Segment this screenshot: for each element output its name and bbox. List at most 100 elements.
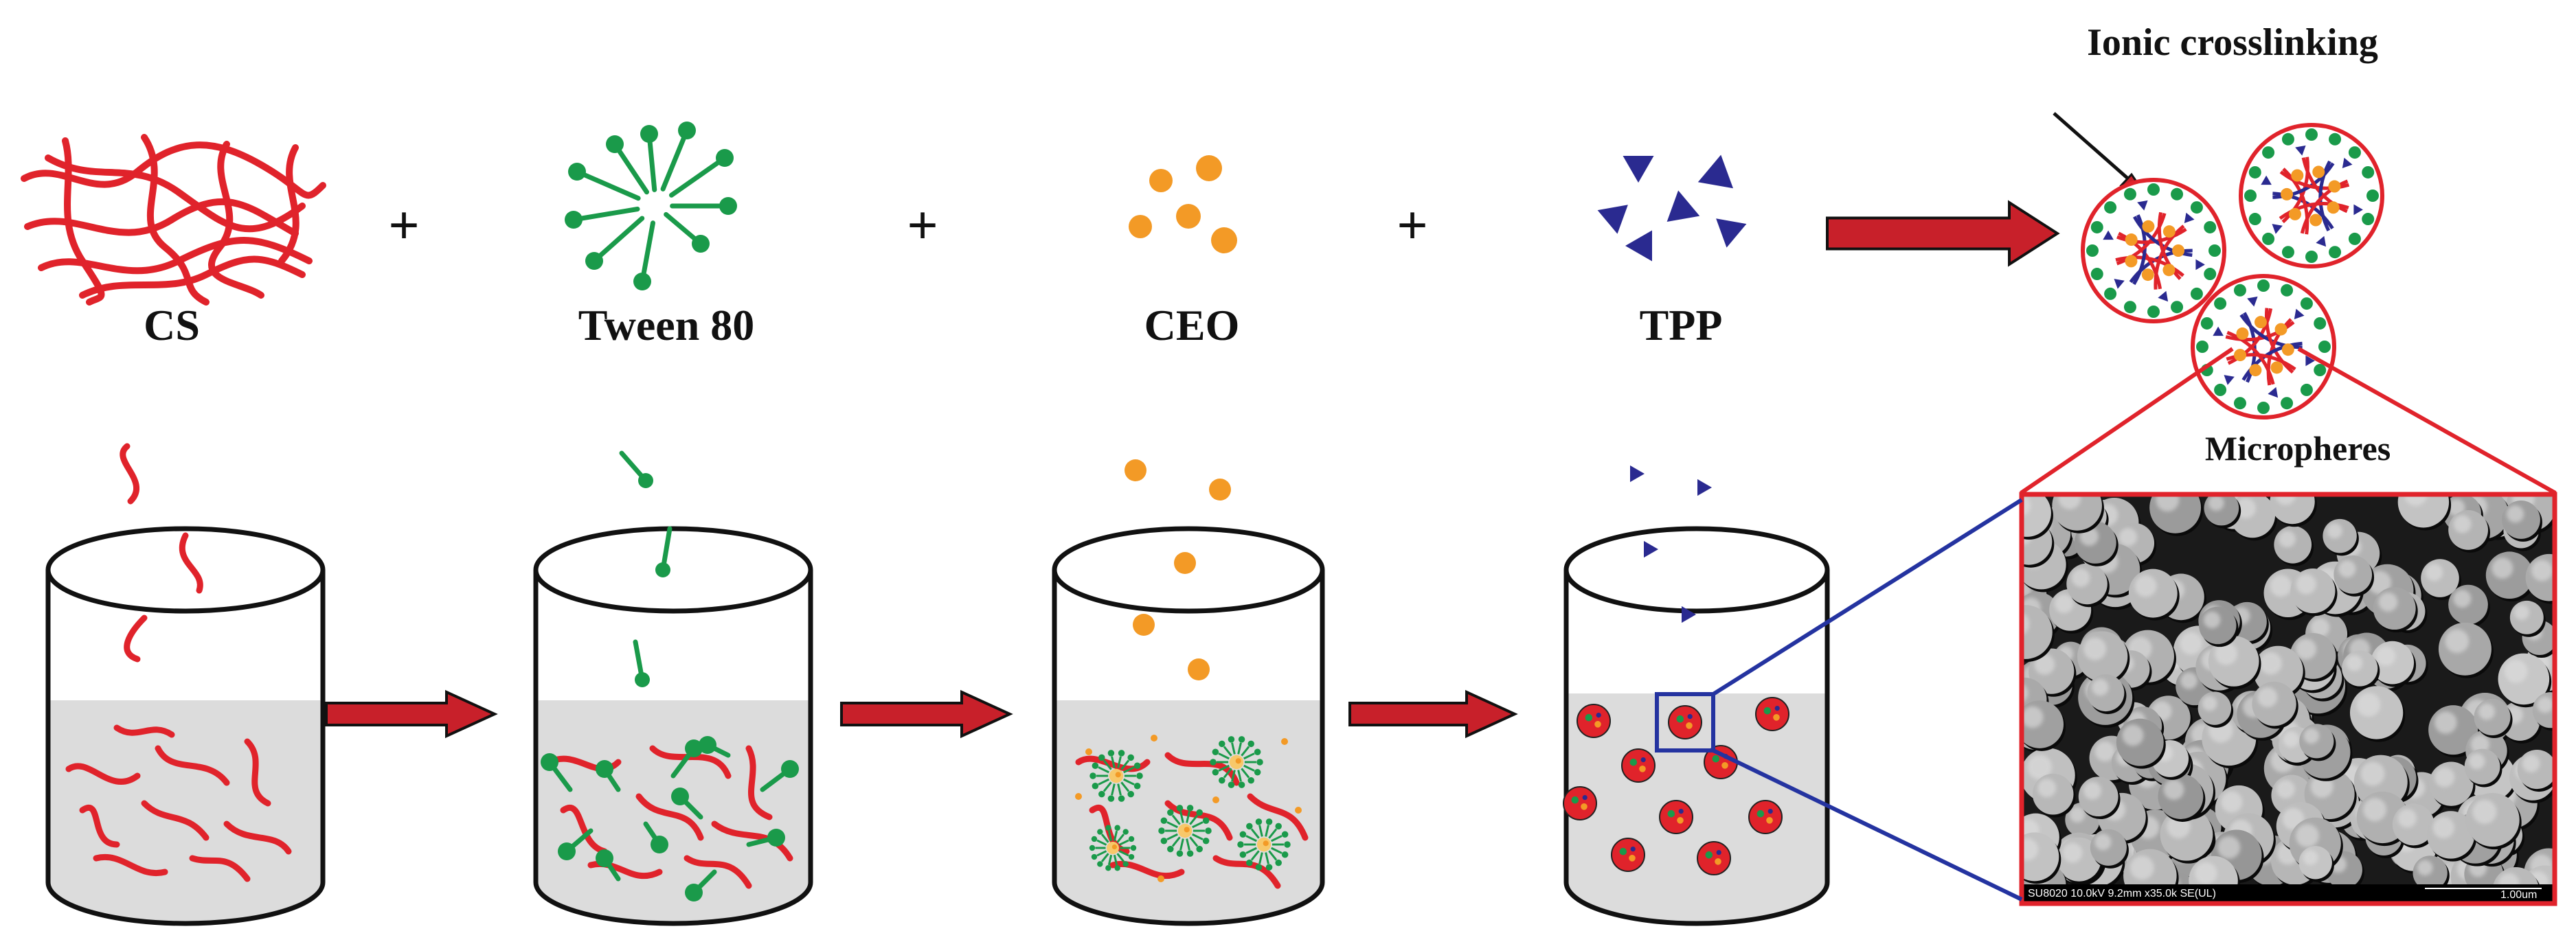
- rim-head: [2204, 220, 2217, 233]
- particle-highlight: [2054, 594, 2074, 613]
- rim-triangle: [2158, 290, 2169, 302]
- micelle-tail: [1258, 852, 1263, 864]
- particle-highlight: [2404, 496, 2428, 506]
- micelle-head: [1114, 825, 1120, 831]
- particle-highlight: [2363, 798, 2386, 822]
- sem-particle: [2066, 563, 2110, 608]
- particle-highlight: [2296, 574, 2316, 595]
- tween-tail: [646, 131, 657, 192]
- micelle-head: [1130, 845, 1137, 851]
- tween-head: [685, 739, 703, 757]
- rim-head: [2329, 246, 2342, 259]
- particle-dot: [1767, 809, 1773, 814]
- particle-highlight: [2504, 659, 2528, 683]
- core-chain: [2279, 170, 2350, 190]
- micelle-head: [1092, 782, 1099, 790]
- micelle-head: [1256, 759, 1263, 766]
- micelle-tail: [1245, 835, 1257, 842]
- micelle-oil: [1263, 840, 1269, 847]
- micelle-head: [1127, 754, 1134, 761]
- particle-highlight: [2202, 696, 2217, 711]
- sem-particle: [2517, 749, 2553, 792]
- micelle-tail: [1218, 753, 1230, 760]
- core-oil: [2162, 264, 2176, 277]
- micelle-head: [1158, 827, 1165, 834]
- micelle-tail: [1166, 821, 1178, 829]
- rim-head: [2233, 284, 2246, 297]
- nanoparticle: [1748, 800, 1783, 834]
- ceo-dot: [1157, 875, 1164, 882]
- rim-triangle: [2195, 259, 2205, 271]
- rim-head: [2123, 187, 2136, 200]
- micelle-head: [1186, 805, 1194, 812]
- micelle-tail: [1231, 770, 1236, 782]
- micelle-head: [1202, 837, 1210, 845]
- particle-highlight: [2346, 654, 2363, 671]
- tween-head: [541, 753, 558, 771]
- sem-scale-label: 1.00um: [2500, 889, 2537, 901]
- tween-tail: [612, 141, 649, 195]
- rim-head: [2214, 383, 2227, 396]
- sem-frame: [2019, 492, 2557, 906]
- rim-head: [2300, 297, 2313, 310]
- sem-particle: [2299, 724, 2336, 761]
- micelle-tail: [1107, 854, 1113, 866]
- core-chain: [2243, 312, 2257, 383]
- sem-particle: [2342, 650, 2380, 689]
- zoom-lines-blue: [1655, 498, 2023, 901]
- micelle-head: [1247, 777, 1254, 784]
- particle-highlight: [2275, 496, 2296, 505]
- micelle-tail: [1231, 742, 1236, 755]
- particle-dot: [1677, 817, 1684, 824]
- chitosan-icon: [21, 134, 326, 306]
- micelle-tail: [1237, 770, 1242, 782]
- rim-triangle: [2353, 204, 2363, 216]
- core-oil: [2288, 207, 2301, 220]
- liquid: [48, 700, 323, 923]
- ceo-dot: [1295, 807, 1302, 814]
- chitosan-chain: [635, 793, 704, 841]
- tween-molecule: [633, 639, 650, 687]
- micelle-head: [1237, 841, 1244, 848]
- arrow-shape: [325, 689, 498, 739]
- tpp-triangle: [1623, 156, 1654, 183]
- sem-particle: [2448, 510, 2490, 553]
- micelle-tail: [1100, 834, 1109, 843]
- micelle-head: [1133, 762, 1141, 770]
- tween-molecule: [746, 829, 785, 847]
- particle-highlight: [2069, 807, 2086, 823]
- core-chain: [2279, 202, 2349, 220]
- arrow-shape: [1348, 689, 1518, 739]
- particle-highlight: [2215, 642, 2238, 665]
- micelle-head: [1210, 759, 1217, 766]
- particle-highlight: [2472, 799, 2497, 824]
- particle-highlight: [2432, 816, 2454, 839]
- rim-triangle: [2137, 200, 2148, 211]
- sem-particle: [2349, 686, 2406, 742]
- micelle-head: [1212, 748, 1219, 756]
- micelle-tail: [1250, 828, 1260, 839]
- particle-dot: [1676, 715, 1684, 723]
- micelle-tail: [1243, 764, 1255, 772]
- rim-head: [2262, 146, 2275, 159]
- core-oil: [2291, 169, 2304, 182]
- micelle-head: [1089, 772, 1096, 779]
- rim-head: [2305, 128, 2318, 141]
- micelle-head: [1167, 845, 1174, 853]
- micelle-head: [1254, 768, 1261, 776]
- chitosan-chain: [745, 745, 773, 820]
- sem-image: SU8020 10.0kV 9.2mm x35.0k SE(UL) 1.00um: [2024, 496, 2553, 901]
- particle-dot: [1571, 796, 1579, 804]
- beaker-rim: [533, 526, 813, 614]
- micelle-head: [1105, 865, 1111, 871]
- tpp-triangles-icon: [1597, 154, 1747, 262]
- particle-highlight: [2221, 791, 2243, 813]
- sem-particle: [2429, 761, 2476, 809]
- particle-highlight: [2037, 779, 2057, 798]
- core-chain: [2264, 308, 2294, 374]
- particle-dot: [1687, 714, 1693, 720]
- particle-dot: [1756, 809, 1765, 818]
- particle-highlight: [2283, 731, 2299, 748]
- rim-head: [2314, 317, 2327, 330]
- rim-head: [2200, 317, 2213, 330]
